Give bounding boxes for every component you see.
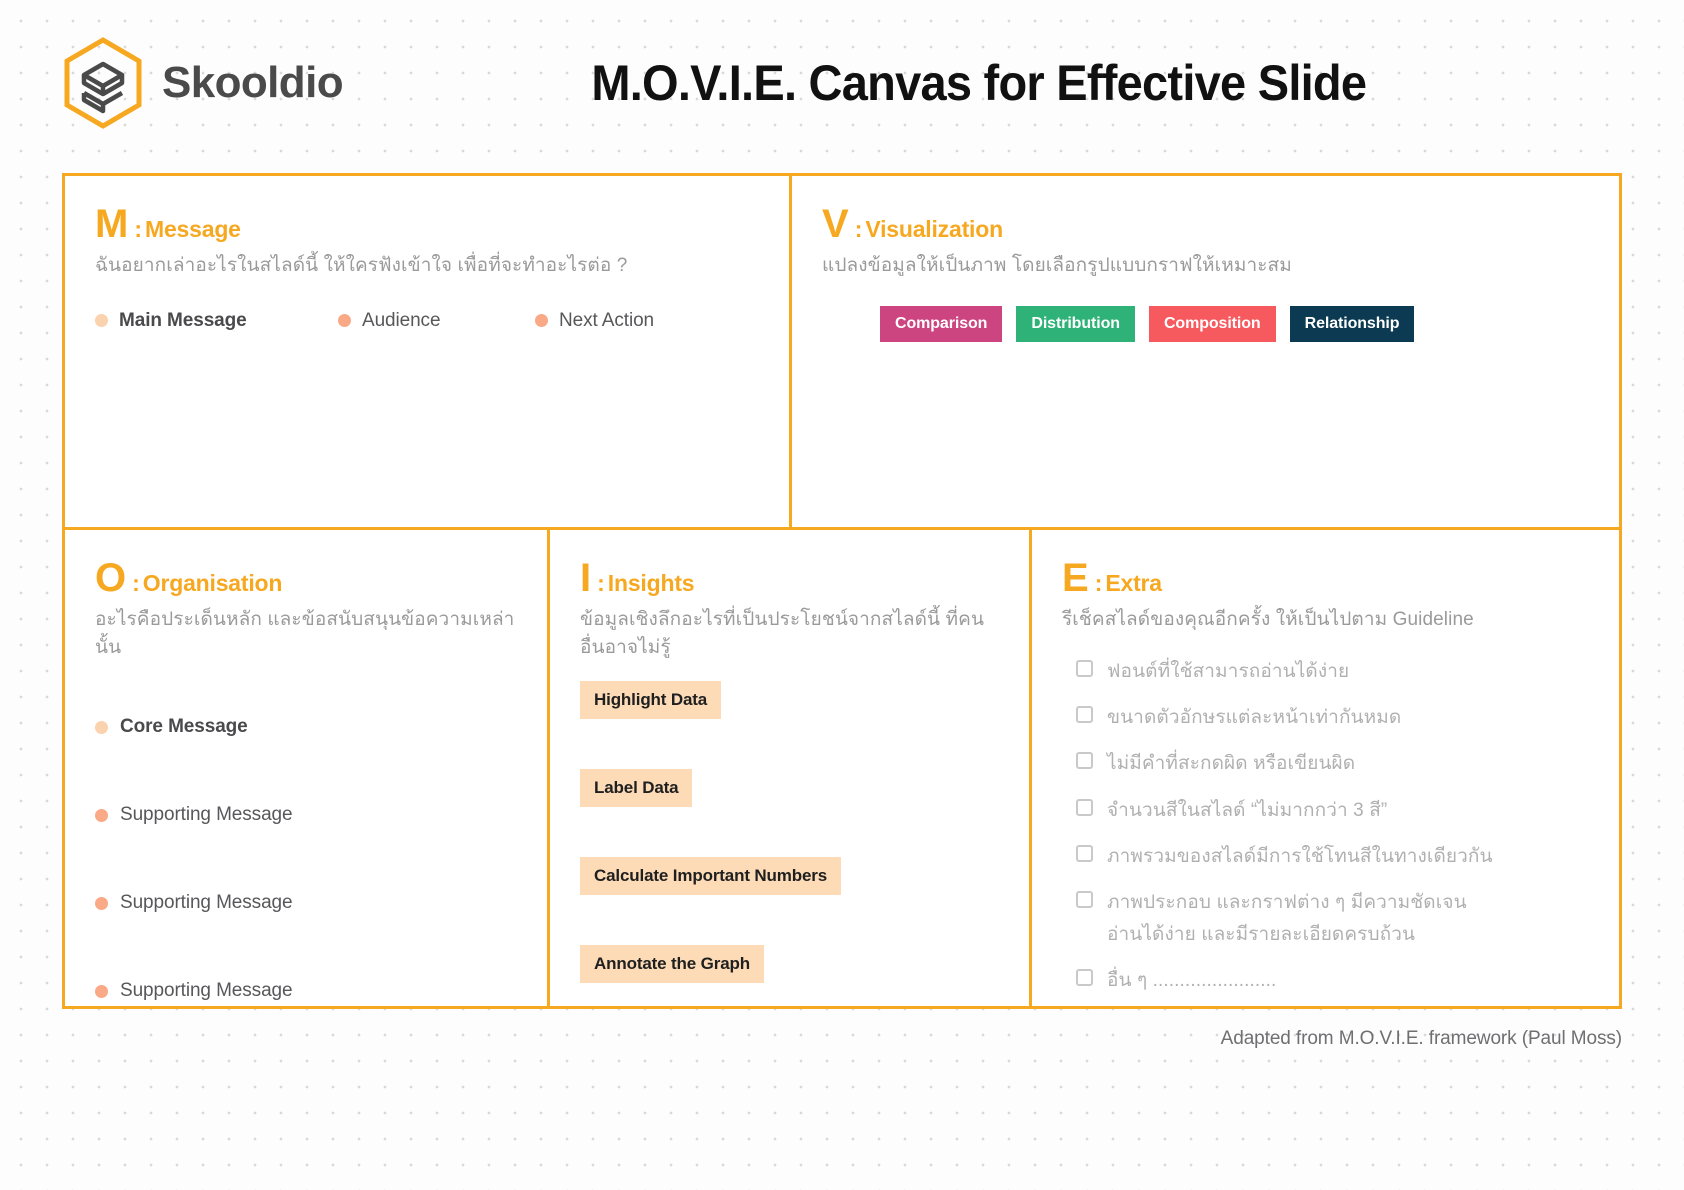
list-item[interactable]: Supporting Message: [95, 859, 517, 947]
list-item[interactable]: Supporting Message: [95, 771, 517, 859]
checklist-item-label: อื่น ๆ .......................: [1107, 969, 1277, 991]
checklist-item-label: จำนวนสีในสไลด์ “ไม่มากกว่า 3 สี”: [1107, 799, 1388, 821]
viz-tag-comparison[interactable]: Comparison: [880, 305, 1003, 342]
checklist-item[interactable]: ไม่มีคำที่สะกดผิด หรือเขียนผิด: [1076, 748, 1589, 779]
section-insights-heading: I : Insights: [580, 558, 999, 598]
list-item[interactable]: Supporting Message: [95, 947, 517, 1035]
checkbox-icon[interactable]: [1076, 844, 1093, 862]
bullet-label: Next Action: [559, 309, 655, 331]
organisation-item-list: Core Message Supporting Message Supporti…: [95, 683, 517, 1035]
section-extra-heading: E : Extra: [1062, 558, 1589, 598]
section-visualization-heading: V : Visualization: [822, 204, 1589, 244]
checkbox-icon[interactable]: [1076, 968, 1093, 986]
checklist-item[interactable]: ภาพรวมของสไลด์มีการใช้โทนสีในทางเดียวกัน: [1076, 841, 1589, 872]
section-visualization-subtitle: แปลงข้อมูลให้เป็นภาพ โดยเลือกรูปแบบกราฟใ…: [822, 255, 1292, 276]
section-letter: I: [580, 556, 592, 600]
section-letter: O: [95, 556, 127, 600]
section-message-heading: M : Message: [95, 204, 759, 244]
viz-tag-relationship[interactable]: Relationship: [1289, 305, 1415, 342]
checklist-item-label: ฟอนต์ที่ใช้สามารถอ่านได้ง่าย: [1107, 660, 1350, 682]
skooldio-hexagon-layers-logo-icon: [62, 37, 144, 129]
section-extra: E : Extra รีเช็คสไลด์ของคุณอีกครั้ง ให้เ…: [1029, 530, 1619, 1006]
canvas-row-bottom: O : Organisation อะไรคือประเด็นหลัก และข…: [65, 527, 1619, 1006]
section-colon: :: [134, 216, 142, 242]
bullet-dot-icon: [338, 314, 351, 328]
insight-chip-annotate-the-graph[interactable]: Annotate the Graph: [580, 945, 764, 984]
checklist-item-label: ขนาดตัวอักษรแต่ละหน้าเท่ากันหมด: [1107, 706, 1402, 728]
chip-row: Annotate the Graph: [580, 945, 999, 1033]
section-name: Organisation: [142, 570, 283, 596]
checklist-item[interactable]: ภาพประกอบ และกราฟต่าง ๆ มีความชัดเจน อ่า…: [1076, 887, 1589, 950]
section-organisation: O : Organisation อะไรคือประเด็นหลัก และข…: [65, 530, 547, 1006]
extra-checklist: ฟอนต์ที่ใช้สามารถอ่านได้ง่าย ขนาดตัวอักษ…: [1062, 656, 1589, 997]
canvas-row-top: M : Message ฉันอยากเล่าอะไรในสไลด์นี้ ให…: [65, 176, 1619, 527]
bullet-dot-icon: [95, 808, 108, 822]
chip-row: Label Data: [580, 769, 999, 857]
section-insights-subtitle: ข้อมูลเชิงลึกอะไรที่เป็นประโยชน์จากสไลด์…: [580, 609, 985, 658]
section-colon: :: [132, 570, 140, 596]
checklist-item-label: ภาพประกอบ และกราฟต่าง ๆ มีความชัดเจน อ่า…: [1107, 892, 1467, 945]
movie-canvas: M : Message ฉันอยากเล่าอะไรในสไลด์นี้ ให…: [62, 173, 1622, 1009]
checklist-item-label: ภาพรวมของสไลด์มีการใช้โทนสีในทางเดียวกัน: [1107, 845, 1493, 867]
bullet-dot-icon: [95, 720, 108, 734]
page-header: Skooldio M.O.V.I.E. Canvas for Effective…: [0, 28, 1684, 138]
section-colon: :: [597, 570, 605, 596]
insight-chip-label-data[interactable]: Label Data: [580, 769, 693, 808]
bullet-dot-icon: [95, 984, 108, 998]
section-visualization: V : Visualization แปลงข้อมูลให้เป็นภาพ โ…: [789, 176, 1619, 527]
section-colon: :: [1094, 570, 1103, 596]
section-letter: V: [822, 202, 849, 246]
section-name: Insights: [607, 570, 695, 596]
section-message: M : Message ฉันอยากเล่าอะไรในสไลด์นี้ ให…: [65, 176, 789, 527]
section-letter: E: [1062, 556, 1089, 600]
section-colon: :: [854, 216, 863, 242]
list-item-label: Core Message: [120, 716, 248, 738]
brand-name: Skooldio: [162, 58, 344, 107]
viz-tag-distribution[interactable]: Distribution: [1016, 305, 1135, 342]
checklist-item[interactable]: ฟอนต์ที่ใช้สามารถอ่านได้ง่าย: [1076, 656, 1589, 687]
section-organisation-subtitle: อะไรคือประเด็นหลัก และข้อสนับสนุนข้อความ…: [95, 609, 515, 658]
bullet-main-message[interactable]: Main Message: [95, 310, 338, 332]
bullet-dot-icon: [535, 314, 548, 328]
insights-chip-list: Highlight Data Label Data Calculate Impo…: [580, 681, 999, 1033]
section-name: Message: [145, 216, 241, 242]
bullet-dot-icon: [95, 314, 108, 328]
list-item[interactable]: Core Message: [95, 683, 517, 771]
bullet-dot-icon: [95, 896, 108, 910]
bullet-next-action[interactable]: Next Action: [535, 310, 654, 332]
checklist-item[interactable]: จำนวนสีในสไลด์ “ไม่มากกว่า 3 สี”: [1076, 795, 1589, 826]
list-item-label: Supporting Message: [120, 980, 293, 1002]
checkbox-icon[interactable]: [1076, 659, 1093, 677]
checkbox-icon[interactable]: [1076, 705, 1093, 723]
checklist-item-label: ไม่มีคำที่สะกดผิด หรือเขียนผิด: [1107, 753, 1356, 775]
footer-attribution: Adapted from M.O.V.I.E. framework (Paul …: [1220, 1028, 1622, 1049]
section-insights: I : Insights ข้อมูลเชิงลึกอะไรที่เป็นประ…: [547, 530, 1029, 1006]
message-bullets: Main Message Audience Next Action: [95, 310, 759, 332]
bullet-label: Main Message: [119, 309, 247, 331]
checkbox-icon[interactable]: [1076, 752, 1093, 770]
list-item-label: Supporting Message: [120, 892, 293, 914]
section-letter: M: [95, 202, 129, 246]
visualization-tag-list: Comparison Distribution Composition Rela…: [822, 305, 1589, 342]
chip-row: Calculate Important Numbers: [580, 857, 999, 945]
bullet-audience[interactable]: Audience: [338, 310, 535, 332]
bullet-label: Audience: [362, 309, 441, 331]
section-organisation-heading: O : Organisation: [95, 558, 517, 598]
list-item-label: Supporting Message: [120, 804, 293, 826]
brand: Skooldio: [62, 37, 344, 129]
section-message-subtitle: ฉันอยากเล่าอะไรในสไลด์นี้ ให้ใครฟังเข้าใ…: [95, 255, 628, 276]
checklist-item[interactable]: ขนาดตัวอักษรแต่ละหน้าเท่ากันหมด: [1076, 702, 1589, 733]
page-title: M.O.V.I.E. Canvas for Effective Slide: [591, 55, 1367, 111]
chip-row: Highlight Data: [580, 681, 999, 769]
insight-chip-highlight-data[interactable]: Highlight Data: [580, 681, 722, 720]
section-name: Visualization: [865, 216, 1003, 242]
checkbox-icon[interactable]: [1076, 891, 1093, 909]
checkbox-icon[interactable]: [1076, 798, 1093, 816]
checklist-item[interactable]: อื่น ๆ .......................: [1076, 965, 1589, 996]
section-name: Extra: [1105, 570, 1162, 596]
section-extra-subtitle: รีเช็คสไลด์ของคุณอีกครั้ง ให้เป็นไปตาม G…: [1062, 609, 1474, 630]
viz-tag-composition[interactable]: Composition: [1148, 305, 1276, 342]
insight-chip-calculate-important-numbers[interactable]: Calculate Important Numbers: [580, 857, 842, 896]
